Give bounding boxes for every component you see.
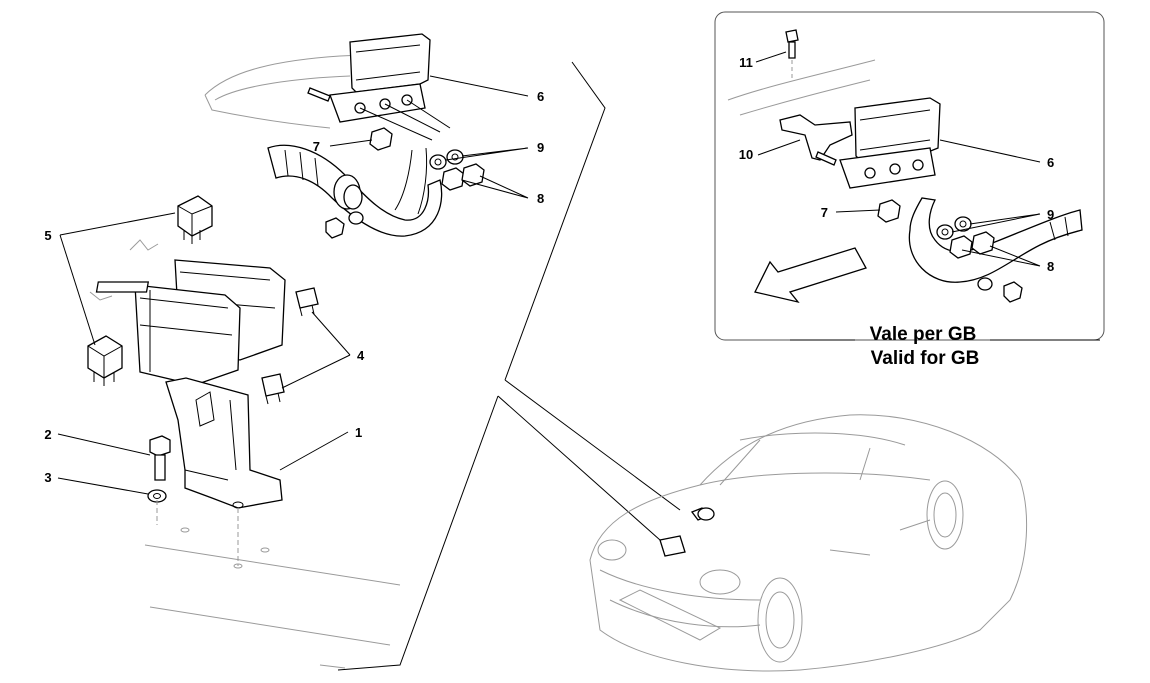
callout-8: 8 <box>537 191 544 206</box>
callout-9: 9 <box>537 140 544 155</box>
inset-callout-7: 7 <box>821 205 828 220</box>
gb-note-line-2: Valid for GB <box>871 348 980 369</box>
gb-note-line-1: Vale per GB <box>870 324 977 345</box>
leader-lines <box>57 51 1100 495</box>
callout-labels: 6 7 9 8 5 4 1 2 3 11 10 6 7 9 8 Vale per… <box>44 55 1054 485</box>
car-illustration <box>589 414 1028 672</box>
inset-callout-8: 8 <box>1047 259 1054 274</box>
callout-7: 7 <box>313 139 320 154</box>
callout-6: 6 <box>537 89 544 104</box>
callout-4: 4 <box>357 348 365 363</box>
direction-arrow-icon <box>754 247 867 304</box>
inset-callout-10: 10 <box>739 147 753 162</box>
gb-inset <box>714 11 1105 341</box>
callout-5: 5 <box>44 228 51 243</box>
inset-callout-11: 11 <box>739 55 753 70</box>
relay-bracket-assembly <box>267 33 485 239</box>
car-body-outline <box>204 51 431 129</box>
inset-callout-9: 9 <box>1047 207 1054 222</box>
callout-1: 1 <box>355 425 362 440</box>
callout-3: 3 <box>44 470 51 485</box>
divider-lines <box>337 61 681 671</box>
callout-2: 2 <box>44 427 51 442</box>
inset-callout-6: 6 <box>1047 155 1054 170</box>
relay-box-assembly <box>87 195 401 669</box>
